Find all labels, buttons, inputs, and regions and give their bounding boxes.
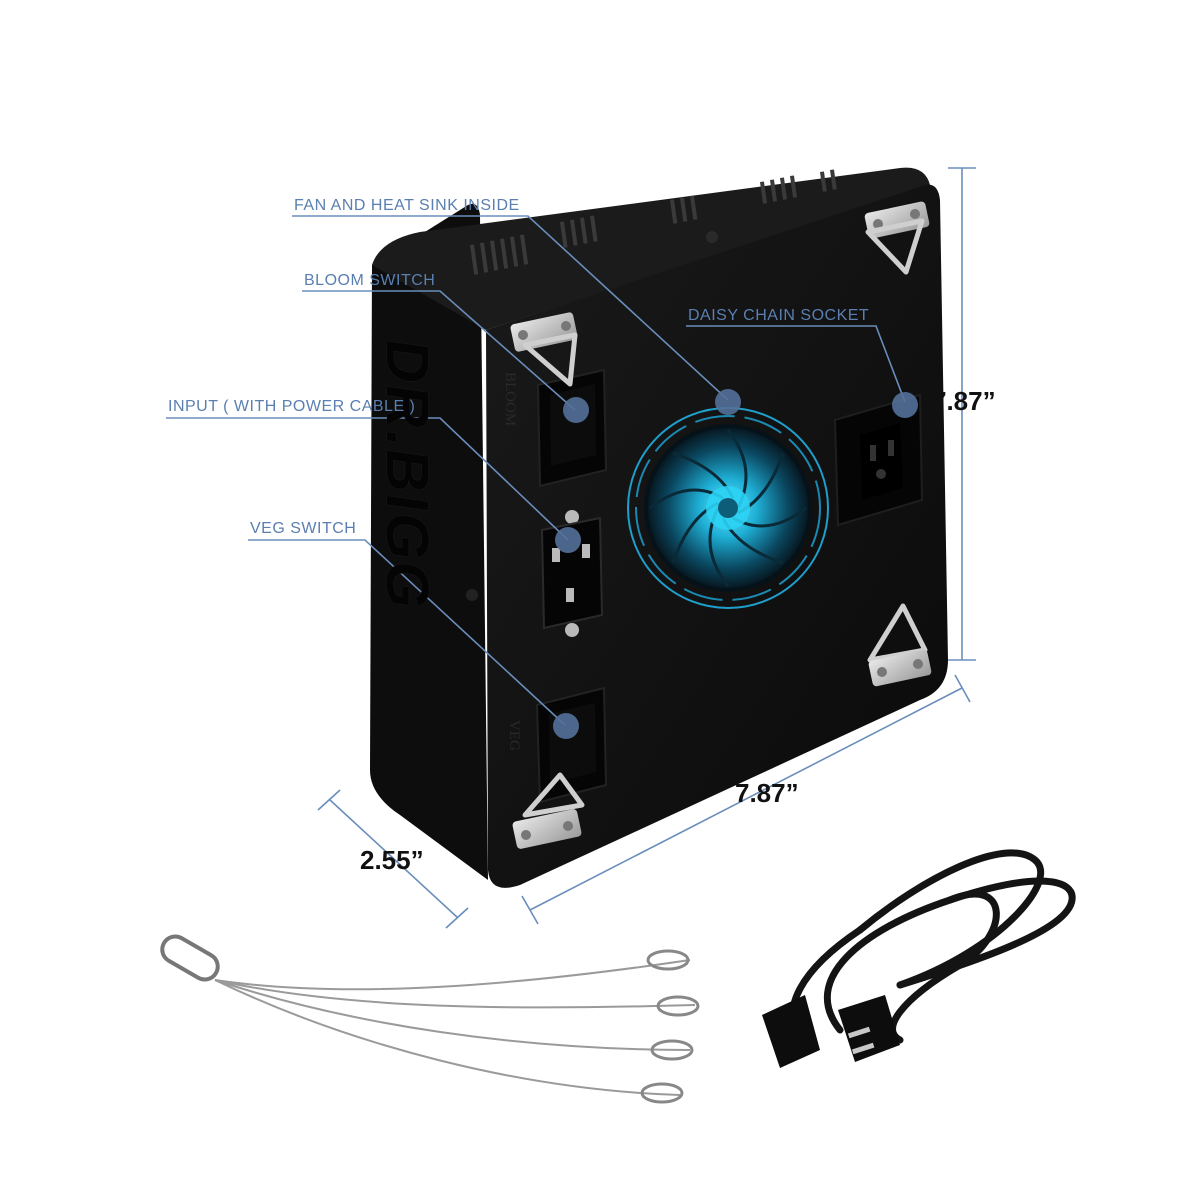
hanging-bracket-bottom-right [867, 603, 932, 687]
daisy-chain-socket [833, 393, 924, 527]
callout-bloom-switch: BLOOM SWITCH [304, 272, 436, 289]
hanging-bracket-top-left [510, 312, 578, 387]
dimension-width: 7.87” [735, 778, 799, 808]
brand-logo: DR.BIGG [374, 335, 441, 616]
power-cord-plugs [762, 995, 900, 1068]
veg-side-label: VEG [506, 720, 522, 751]
callout-input-power: INPUT ( WITH POWER CABLE ) [168, 398, 416, 415]
hanging-bracket-top-right [864, 201, 930, 275]
housing-side [370, 203, 488, 880]
dimension-depth: 2.55” [360, 845, 424, 875]
callout-fan-heat-sink: FAN AND HEAT SINK INSIDE [294, 197, 520, 214]
callout-veg-switch: VEG SWITCH [250, 520, 357, 537]
bloom-side-label: BLOOM [502, 372, 518, 427]
fan [627, 407, 829, 609]
hanging-wire-kit [160, 934, 700, 1104]
housing-top [372, 167, 930, 330]
power-cord [789, 849, 1076, 1044]
hanging-bracket-bottom-left [512, 772, 585, 849]
veg-switch-hardware [535, 686, 608, 804]
dimension-height: 7.87” [932, 386, 996, 416]
callout-daisy-chain-socket: DAISY CHAIN SOCKET [688, 307, 870, 324]
